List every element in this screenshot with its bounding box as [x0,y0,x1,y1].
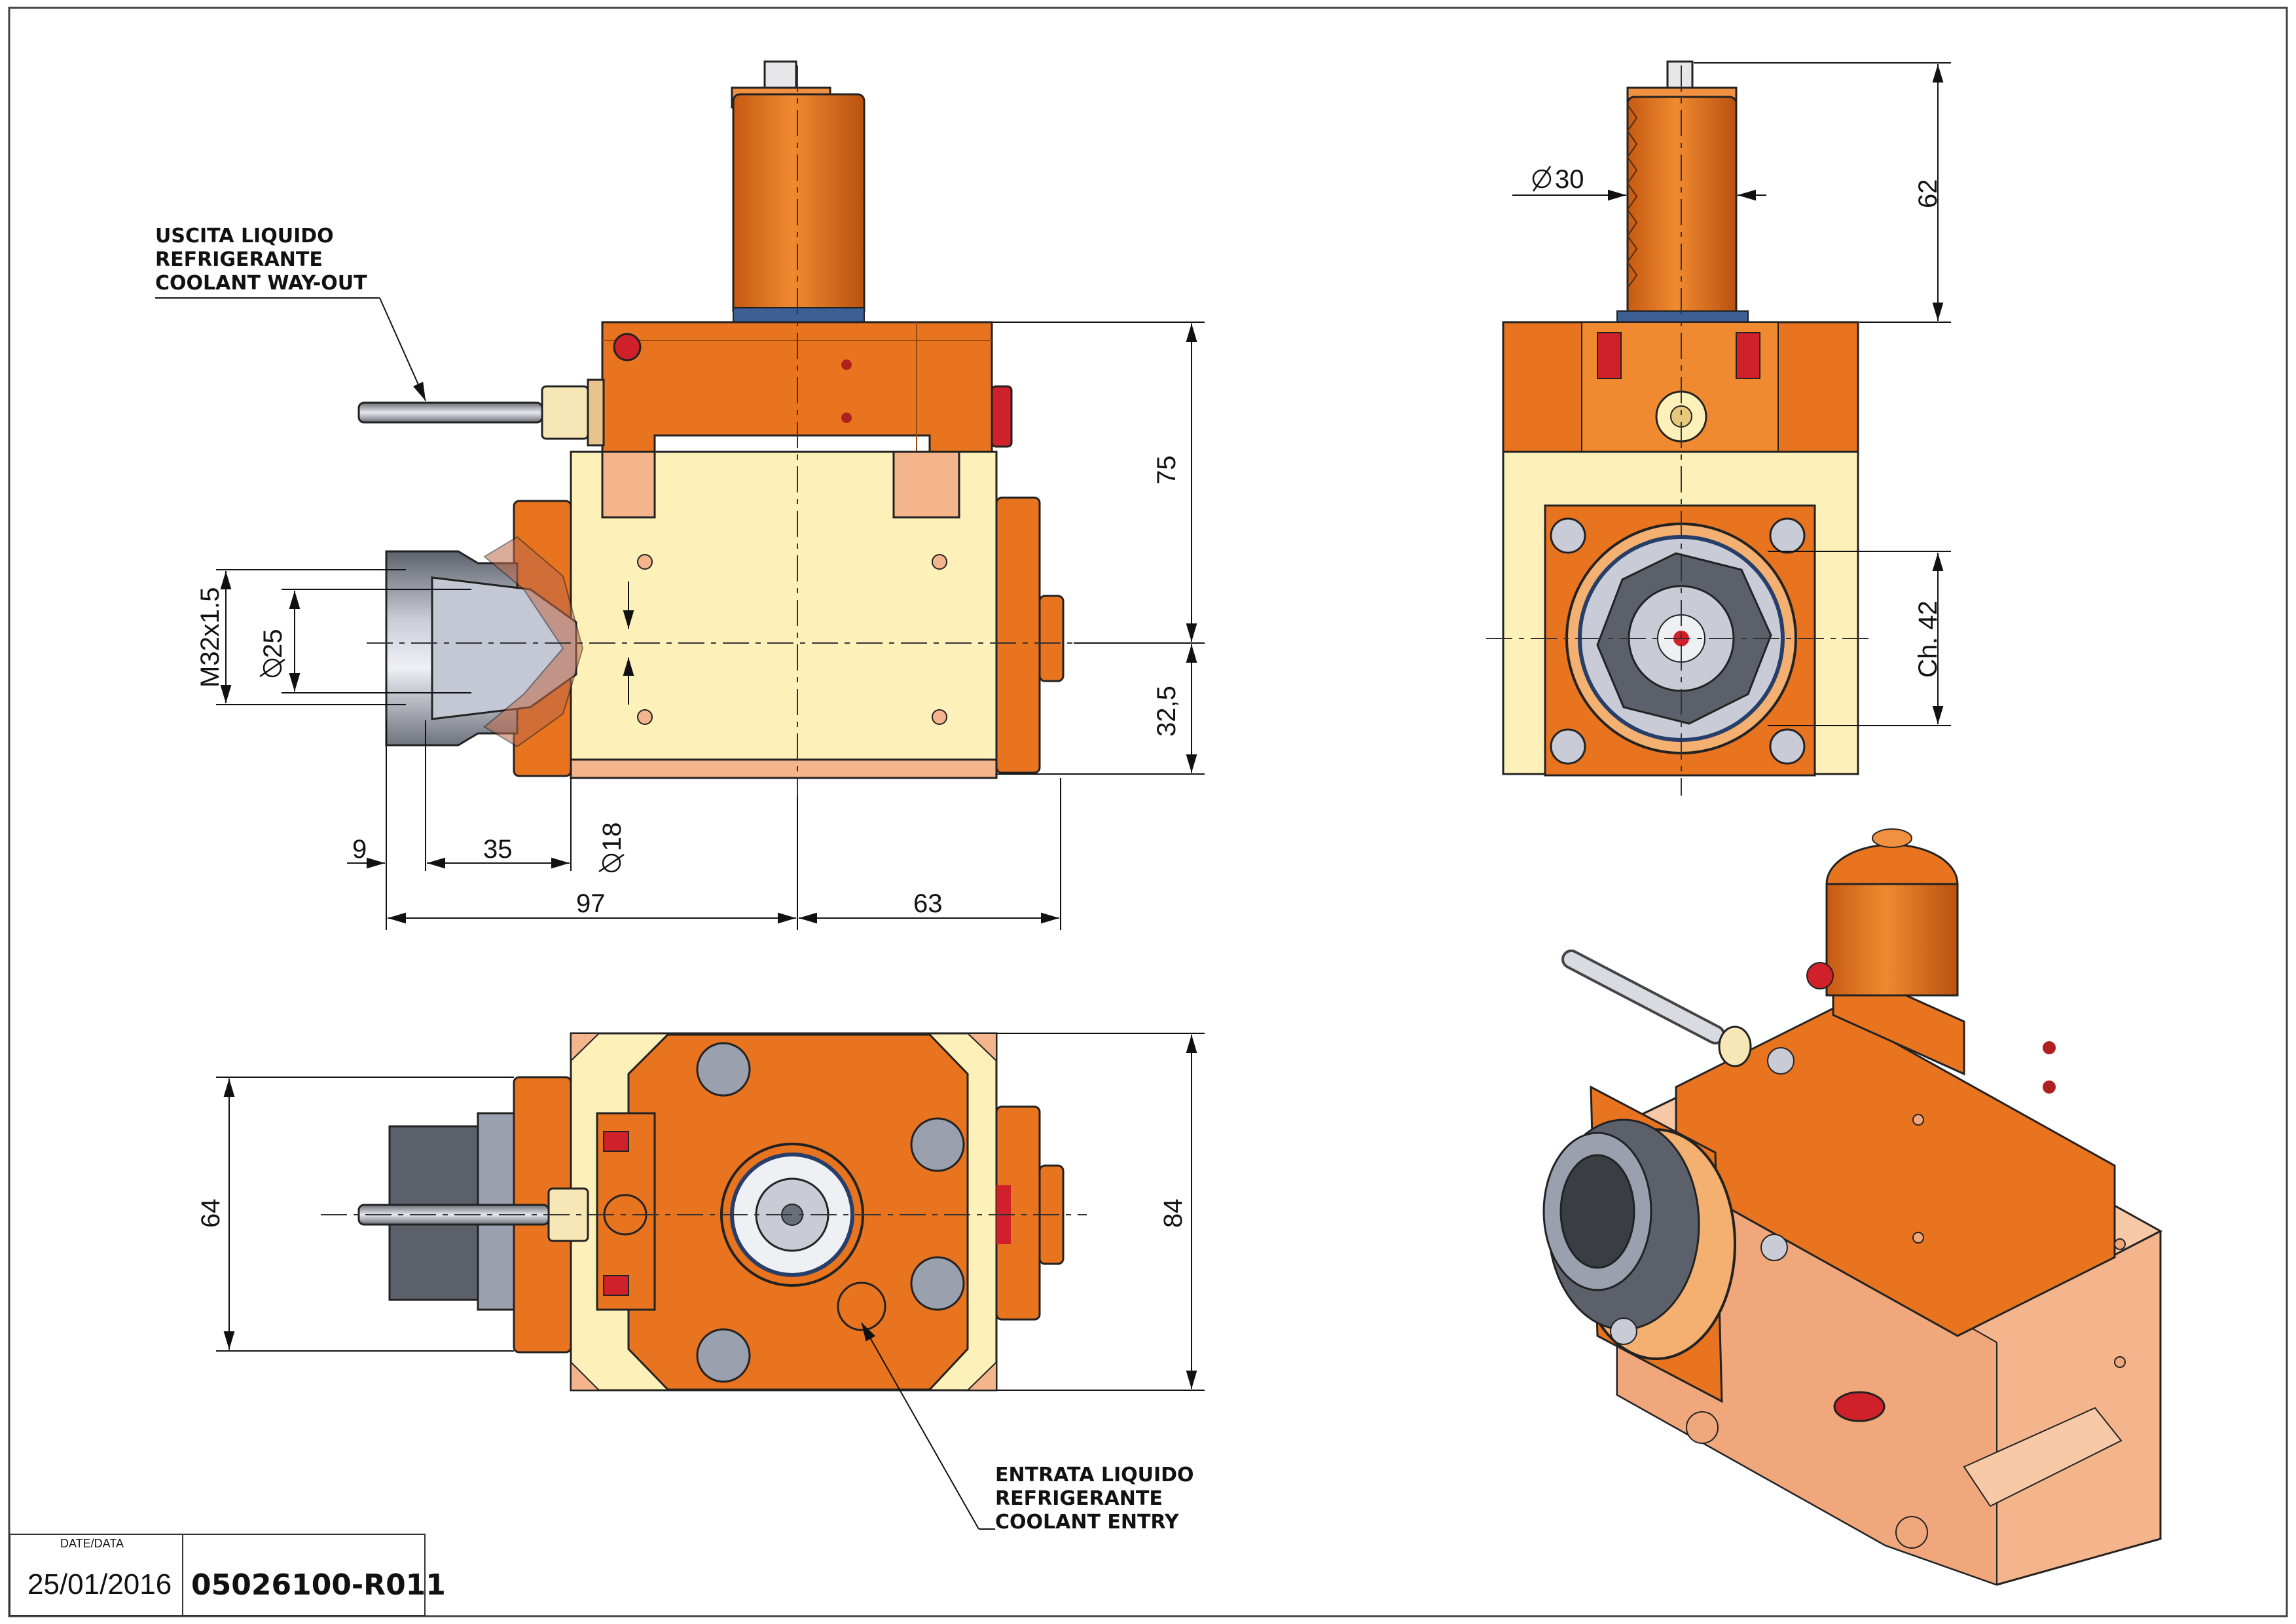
dim-84: 84 [1159,1199,1188,1228]
side-view-dimensions [1512,62,1951,726]
dim-62: 62 [1914,179,1942,209]
front-view [357,60,1074,796]
side-view [1486,60,1872,796]
dim-9: 9 [352,835,367,864]
dim-32-5: 32,5 [1152,686,1181,737]
dim-small-dia: 18 [598,822,627,852]
coolant-out-label: USCITA LIQUIDO REFRIGERANTE COOLANT WAY-… [155,225,367,295]
sheet-border [8,7,2288,1617]
coolant-in-label: ENTRATA LIQUIDO REFRIGERANTE COOLANT ENT… [995,1464,1194,1534]
dim-thread: M32x1.5 [196,587,225,688]
dim-wrench: Ch. 42 [1914,600,1942,678]
title-block-date-cell [9,1534,183,1616]
dim-75: 75 [1152,456,1181,485]
dim-97: 97 [576,889,606,918]
top-view-dimensions [216,1033,1205,1530]
title-block-code-cell [182,1534,426,1616]
dim-bore-dia: 25 [259,629,287,659]
coolant-out-leader [155,297,426,401]
dim-63: 63 [913,889,943,918]
dim-64: 64 [196,1199,225,1228]
date-caption: DATE/DATA [60,1537,124,1550]
top-view [321,1032,1087,1392]
diameter-symbols [259,166,1552,873]
drawing-code: 05026100-R011 [191,1568,446,1602]
isometric-view [1542,828,2163,1586]
date-value: 25/01/2016 [27,1568,172,1600]
front-view-dimensions [216,322,1205,930]
dim-35: 35 [483,835,513,864]
dim-shaft-dia: 30 [1555,165,1584,194]
